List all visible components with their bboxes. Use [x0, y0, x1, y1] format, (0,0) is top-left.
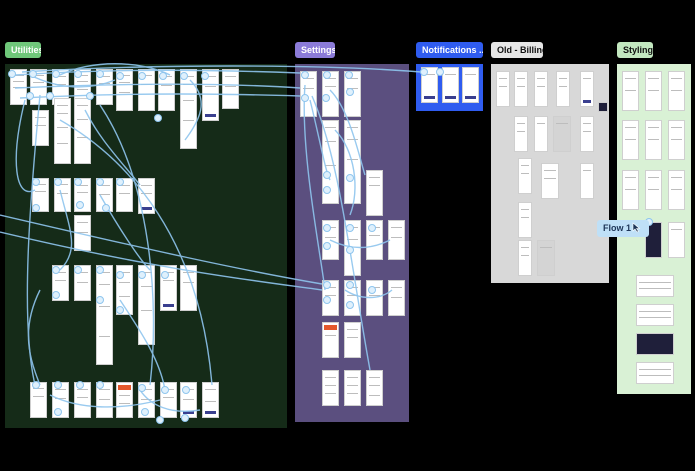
screen-frame[interactable] — [442, 67, 459, 103]
screen-frame[interactable] — [553, 116, 571, 152]
screen-frame[interactable] — [344, 71, 361, 117]
screen-frame[interactable] — [30, 69, 47, 105]
screen-frame[interactable] — [30, 382, 47, 418]
screen-frame[interactable] — [160, 382, 177, 418]
screen-frame[interactable] — [138, 265, 155, 345]
screen-frame[interactable] — [668, 71, 685, 111]
screen-frame[interactable] — [96, 265, 113, 365]
section-label-styling[interactable]: Styling — [617, 42, 653, 58]
screen-frame[interactable] — [322, 370, 339, 406]
screen-frame[interactable] — [74, 215, 91, 251]
screen-frame[interactable] — [534, 71, 548, 107]
section-label-settings[interactable]: Settings — [295, 42, 335, 58]
screen-frame[interactable] — [344, 280, 361, 316]
screen-frame[interactable] — [322, 71, 339, 117]
screen-frame[interactable] — [541, 163, 559, 199]
screen-frame[interactable] — [10, 69, 27, 105]
screen-frame[interactable] — [180, 69, 197, 149]
screen-frame[interactable] — [344, 370, 361, 406]
screen-frame[interactable] — [580, 71, 594, 107]
screen-frame[interactable] — [537, 240, 555, 276]
screen-frame[interactable] — [388, 220, 405, 260]
screen-frame[interactable] — [322, 322, 339, 358]
cursor-icon — [632, 222, 641, 233]
screen-frame[interactable] — [556, 71, 570, 107]
screen-frame[interactable] — [160, 265, 177, 311]
screen-frame[interactable] — [344, 220, 361, 276]
screen-frame[interactable] — [52, 382, 69, 418]
screen-frame[interactable] — [366, 370, 383, 406]
screen-frame[interactable] — [580, 116, 594, 152]
screen-frame[interactable] — [518, 240, 532, 276]
section-label-utilities[interactable]: Utilities — [5, 42, 41, 58]
screen-frame[interactable] — [96, 178, 113, 212]
flow-starting-point[interactable]: Flow 1 — [597, 220, 649, 237]
screen-frame[interactable] — [421, 67, 438, 103]
section-label-old-billing[interactable]: Old - Billing — [491, 42, 543, 58]
screen-frame[interactable] — [116, 265, 133, 315]
screen-frame[interactable] — [580, 163, 594, 199]
screen-frame[interactable] — [645, 170, 662, 210]
screen-frame[interactable] — [636, 275, 674, 297]
screen-frame[interactable] — [116, 69, 133, 111]
screen-frame[interactable] — [300, 71, 317, 117]
screen-frame[interactable] — [645, 71, 662, 111]
screen-frame[interactable] — [668, 120, 685, 160]
screen-frame[interactable] — [636, 333, 674, 355]
screen-frame[interactable] — [366, 220, 383, 260]
screen-frame[interactable] — [202, 69, 219, 121]
screen-frame[interactable] — [518, 202, 532, 238]
screen-frame[interactable] — [668, 170, 685, 210]
screen-frame[interactable] — [54, 98, 71, 164]
screen-frame[interactable] — [180, 382, 197, 418]
screen-frame[interactable] — [534, 116, 548, 152]
screen-frame[interactable] — [138, 382, 155, 418]
screen-frame[interactable] — [636, 304, 674, 326]
screen-frame[interactable] — [496, 71, 510, 107]
screen-frame[interactable] — [668, 222, 685, 258]
screen-frame[interactable] — [74, 178, 91, 212]
screen-frame[interactable] — [636, 362, 674, 384]
screen-frame[interactable] — [74, 98, 91, 164]
screen-frame[interactable] — [52, 265, 69, 301]
screen-frame[interactable] — [518, 158, 532, 194]
screen-frame[interactable] — [322, 220, 339, 260]
screen-frame[interactable] — [322, 120, 339, 204]
screen-frame[interactable] — [514, 71, 528, 107]
screen-frame[interactable] — [32, 178, 49, 212]
screen-frame[interactable] — [598, 102, 608, 112]
screen-frame[interactable] — [388, 280, 405, 316]
screen-frame[interactable] — [322, 280, 339, 316]
screen-frame[interactable] — [74, 265, 91, 301]
screen-frame[interactable] — [202, 382, 219, 418]
screen-frame[interactable] — [622, 120, 639, 160]
screen-frame[interactable] — [514, 116, 528, 152]
screen-frame[interactable] — [138, 178, 155, 214]
screen-frame[interactable] — [74, 382, 91, 418]
section-label-notifications[interactable]: Notifications ... — [416, 42, 483, 58]
screen-frame[interactable] — [96, 69, 113, 105]
screen-frame[interactable] — [366, 170, 383, 216]
screen-frame[interactable] — [366, 280, 383, 316]
screen-frame[interactable] — [116, 178, 133, 212]
screen-frame[interactable] — [138, 69, 155, 111]
screen-frame[interactable] — [645, 222, 662, 258]
screen-frame[interactable] — [180, 265, 197, 311]
screen-frame[interactable] — [344, 322, 361, 358]
screen-frame[interactable] — [222, 69, 239, 109]
screen-frame[interactable] — [96, 382, 113, 418]
screen-frame[interactable] — [158, 69, 175, 111]
screen-frame[interactable] — [116, 382, 133, 418]
screen-frame[interactable] — [622, 170, 639, 210]
screen-frame[interactable] — [344, 120, 361, 204]
screen-frame[interactable] — [645, 120, 662, 160]
screen-frame[interactable] — [622, 71, 639, 111]
screen-frame[interactable] — [32, 110, 49, 146]
screen-frame[interactable] — [54, 178, 71, 212]
screen-frame[interactable] — [462, 67, 479, 103]
